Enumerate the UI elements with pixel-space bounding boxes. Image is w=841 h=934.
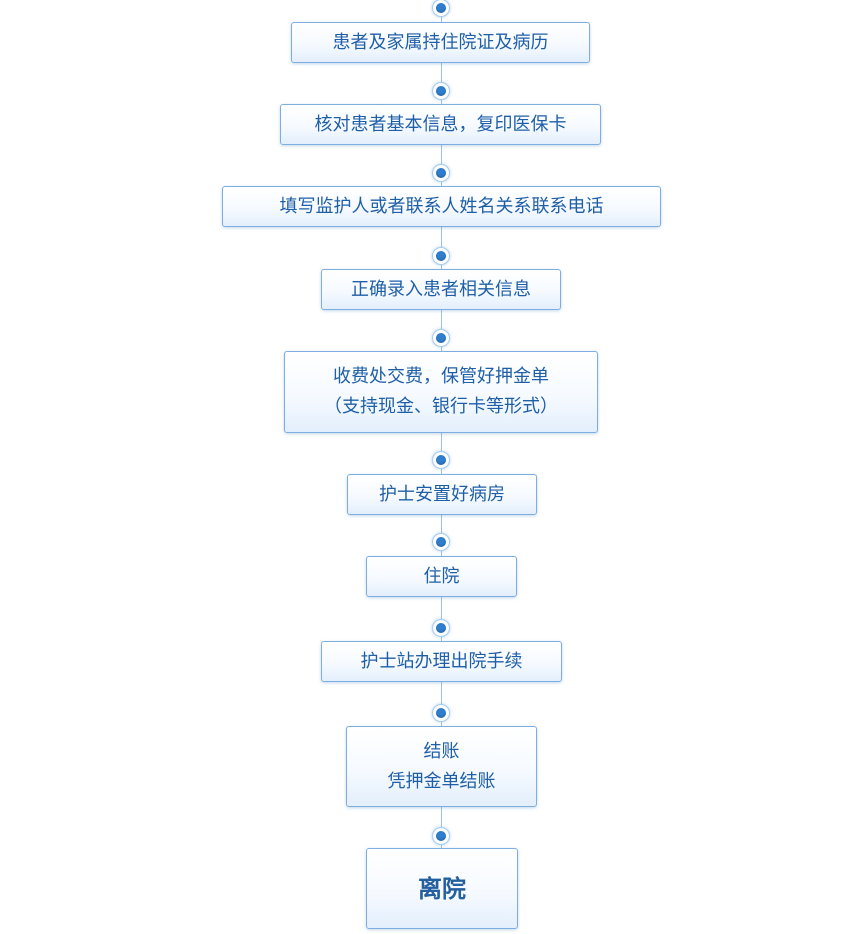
connector-line [441, 681, 442, 726]
step-label: 护士站办理出院手续 [360, 650, 523, 672]
connector-dot [432, 0, 450, 17]
step-label: 正确录入患者相关信息 [351, 278, 531, 300]
connector-dot [432, 827, 450, 845]
step-leave-hospital: 离院 [366, 848, 518, 929]
connector-dot [432, 82, 450, 100]
connector-dot [432, 164, 450, 182]
step-label: 填写监护人或者联系人姓名关系联系电话 [279, 195, 604, 217]
step-checkout: 结账 凭押金单结账 [346, 726, 537, 807]
step-label: 患者及家属持住院证及病历 [332, 31, 549, 53]
connector-dot [432, 329, 450, 347]
step-label: 收费处交费，保管好押金单 [333, 366, 549, 387]
step-verify-info: 核对患者基本信息，复印医保卡 [280, 104, 601, 145]
step-bring-documents: 患者及家属持住院证及病历 [291, 22, 590, 63]
step-enter-info: 正确录入患者相关信息 [321, 269, 561, 310]
connector-dot [432, 704, 450, 722]
step-hospitalized: 住院 [366, 556, 517, 597]
step-arrange-ward: 护士安置好病房 [347, 474, 537, 515]
step-sublabel: 凭押金单结账 [387, 770, 496, 792]
step-label: 结账 [423, 740, 460, 762]
connector-dot [432, 619, 450, 637]
step-label: 住院 [423, 565, 460, 587]
step-label: 核对患者基本信息，复印医保卡 [314, 113, 567, 135]
connector-dot [432, 533, 450, 551]
connector-dot [432, 451, 450, 469]
connector-dot [432, 247, 450, 265]
step-pay-deposit: 收费处交费，保管好押金单 （支持现金、银行卡等形式） [284, 351, 598, 433]
step-guardian-contact: 填写监护人或者联系人姓名关系联系电话 [222, 186, 661, 227]
step-discharge-procedure: 护士站办理出院手续 [321, 641, 562, 682]
step-label: 离院 [418, 874, 466, 903]
step-sublabel: （支持现金、银行卡等形式） [324, 396, 558, 417]
step-label: 护士安置好病房 [379, 483, 505, 505]
